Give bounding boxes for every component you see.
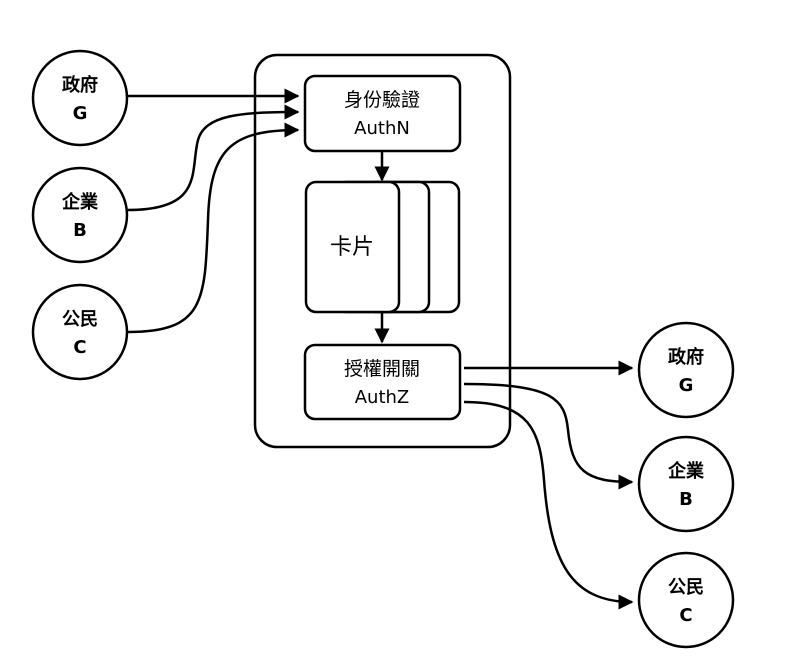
right-connectors — [463, 360, 634, 610]
authn-title: 身份驗證 — [344, 89, 420, 111]
connector-b-to-authn — [127, 104, 300, 212]
authn-subtitle: AuthN — [354, 118, 410, 139]
left-entity-c: 公民 C — [31, 283, 129, 381]
left-entity-b-code: B — [73, 220, 87, 241]
left-entity-b-name: 企業 — [61, 191, 99, 213]
right-entity-c-code: C — [679, 605, 692, 626]
connector-authz-to-b — [463, 382, 634, 490]
card-stack — [304, 180, 461, 314]
left-entity-c-code: C — [73, 337, 86, 358]
left-entity-g-code: G — [73, 103, 88, 124]
right-entity-g-name: 政府 — [668, 346, 704, 368]
right-entity-g-code: G — [679, 375, 694, 396]
right-entity-b-code: B — [679, 489, 693, 510]
authz-box — [303, 343, 462, 421]
left-entity-g-name: 政府 — [62, 74, 98, 96]
right-entity-b-name: 企業 — [667, 460, 705, 482]
right-entity-g: 政府 G — [637, 321, 735, 419]
right-entity-c-name: 公民 — [668, 577, 704, 598]
right-entity-c: 公民 C — [637, 551, 735, 649]
right-entity-b: 企業 B — [637, 435, 735, 533]
authz-subtitle: AuthZ — [355, 387, 410, 408]
left-connectors — [127, 88, 300, 334]
card-front — [304, 180, 401, 314]
connector-c-to-authn — [127, 122, 300, 334]
card-label: 卡片 — [330, 235, 374, 260]
authz-title: 授權開關 — [344, 358, 420, 380]
left-entity-g: 政府 G — [31, 49, 129, 147]
authn-box — [303, 74, 462, 153]
left-entity-b: 企業 B — [31, 166, 129, 264]
connector-authz-to-c — [463, 400, 634, 610]
left-entity-c-name: 公民 — [62, 309, 98, 330]
